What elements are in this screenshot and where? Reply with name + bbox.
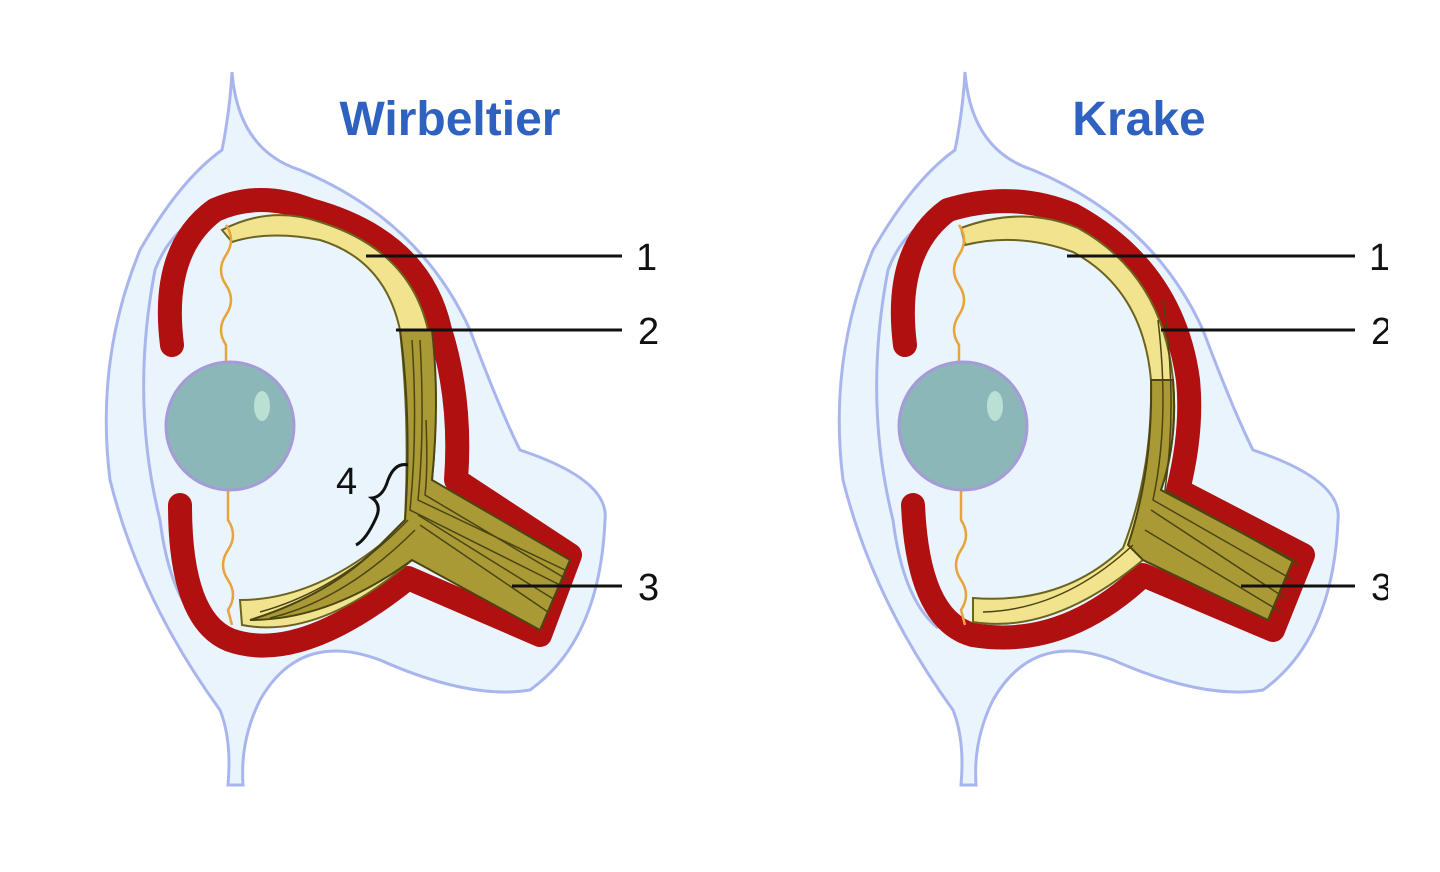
label-2-octopus: 2 <box>1371 311 1392 353</box>
leader-lines <box>1067 254 1355 588</box>
leader-lines <box>366 254 622 588</box>
label-3-octopus: 3 <box>1371 567 1392 609</box>
nerve-fibers <box>982 299 1300 613</box>
brace-4 <box>355 463 409 547</box>
lens-highlight <box>254 391 270 421</box>
cornea-bulge <box>142 213 206 630</box>
lens-highlight <box>987 391 1003 421</box>
optic-nerve <box>249 329 572 632</box>
title-octopus: Krake <box>1072 93 1205 146</box>
label-2-vertebrate: 2 <box>638 311 659 353</box>
label-3-vertebrate: 3 <box>638 567 659 609</box>
zonule-fibers <box>219 224 235 626</box>
label-1-octopus: 1 <box>1369 237 1390 279</box>
choroid-layer <box>890 189 1315 650</box>
zonule-fibers <box>952 224 968 626</box>
nerve-fibers <box>259 339 569 619</box>
title-vertebrate: Wirbeltier <box>340 93 561 146</box>
choroid-layer <box>157 188 582 658</box>
label-1-vertebrate: 1 <box>636 237 657 279</box>
label-4-vertebrate: 4 <box>336 461 357 503</box>
vertebrate-eye <box>104 71 622 787</box>
cornea-bulge <box>875 213 939 630</box>
lens <box>897 360 1029 492</box>
octopus-eye <box>837 71 1355 787</box>
lens <box>164 360 296 492</box>
optic-nerve <box>1126 379 1295 622</box>
